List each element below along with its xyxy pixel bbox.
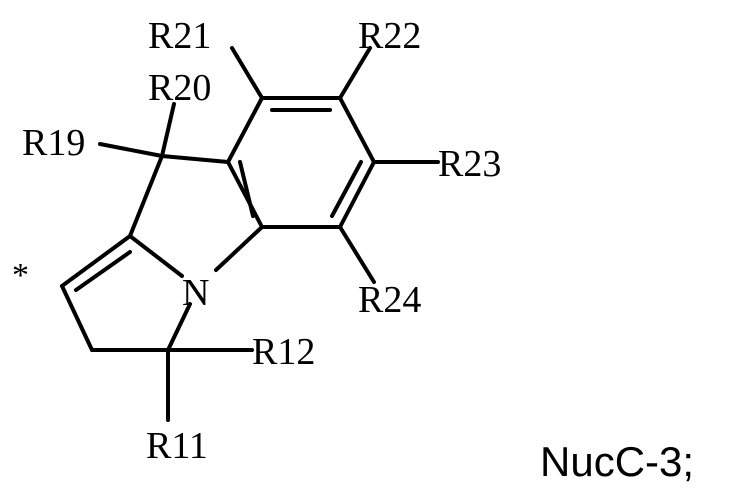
bond-c2-c3 <box>340 98 374 162</box>
label-nitrogen: N <box>182 272 209 314</box>
bond-c9b-n <box>130 236 182 276</box>
bond-c9a-c9 <box>162 156 228 162</box>
benzene-ring-bonds <box>228 98 374 227</box>
bond-c1-c2-pyrroline <box>62 286 92 350</box>
bond-to-r21 <box>232 48 262 98</box>
bond-to-r19 <box>100 144 162 156</box>
label-r19: R19 <box>22 122 85 164</box>
label-r12: R12 <box>252 331 315 373</box>
label-r20: R20 <box>148 67 211 109</box>
bond-to-r24 <box>340 227 374 282</box>
label-r24: R24 <box>358 279 421 321</box>
bond-c9a-c1 <box>228 98 262 162</box>
bond-to-r20 <box>162 104 174 156</box>
label-r22: R22 <box>358 15 421 57</box>
bond-c9-c9b <box>130 156 162 236</box>
fused-ring-bonds <box>62 156 262 350</box>
bond-c3-c4-inner <box>332 162 361 216</box>
label-r21: R21 <box>148 15 211 57</box>
compound-id-label: NucC-3; <box>540 438 694 486</box>
bond-c4a-c9a <box>228 162 262 227</box>
bond-c4a-n <box>216 227 262 270</box>
label-r11: R11 <box>146 425 208 467</box>
label-r23: R23 <box>438 143 501 185</box>
attachment-star: * <box>12 257 29 294</box>
